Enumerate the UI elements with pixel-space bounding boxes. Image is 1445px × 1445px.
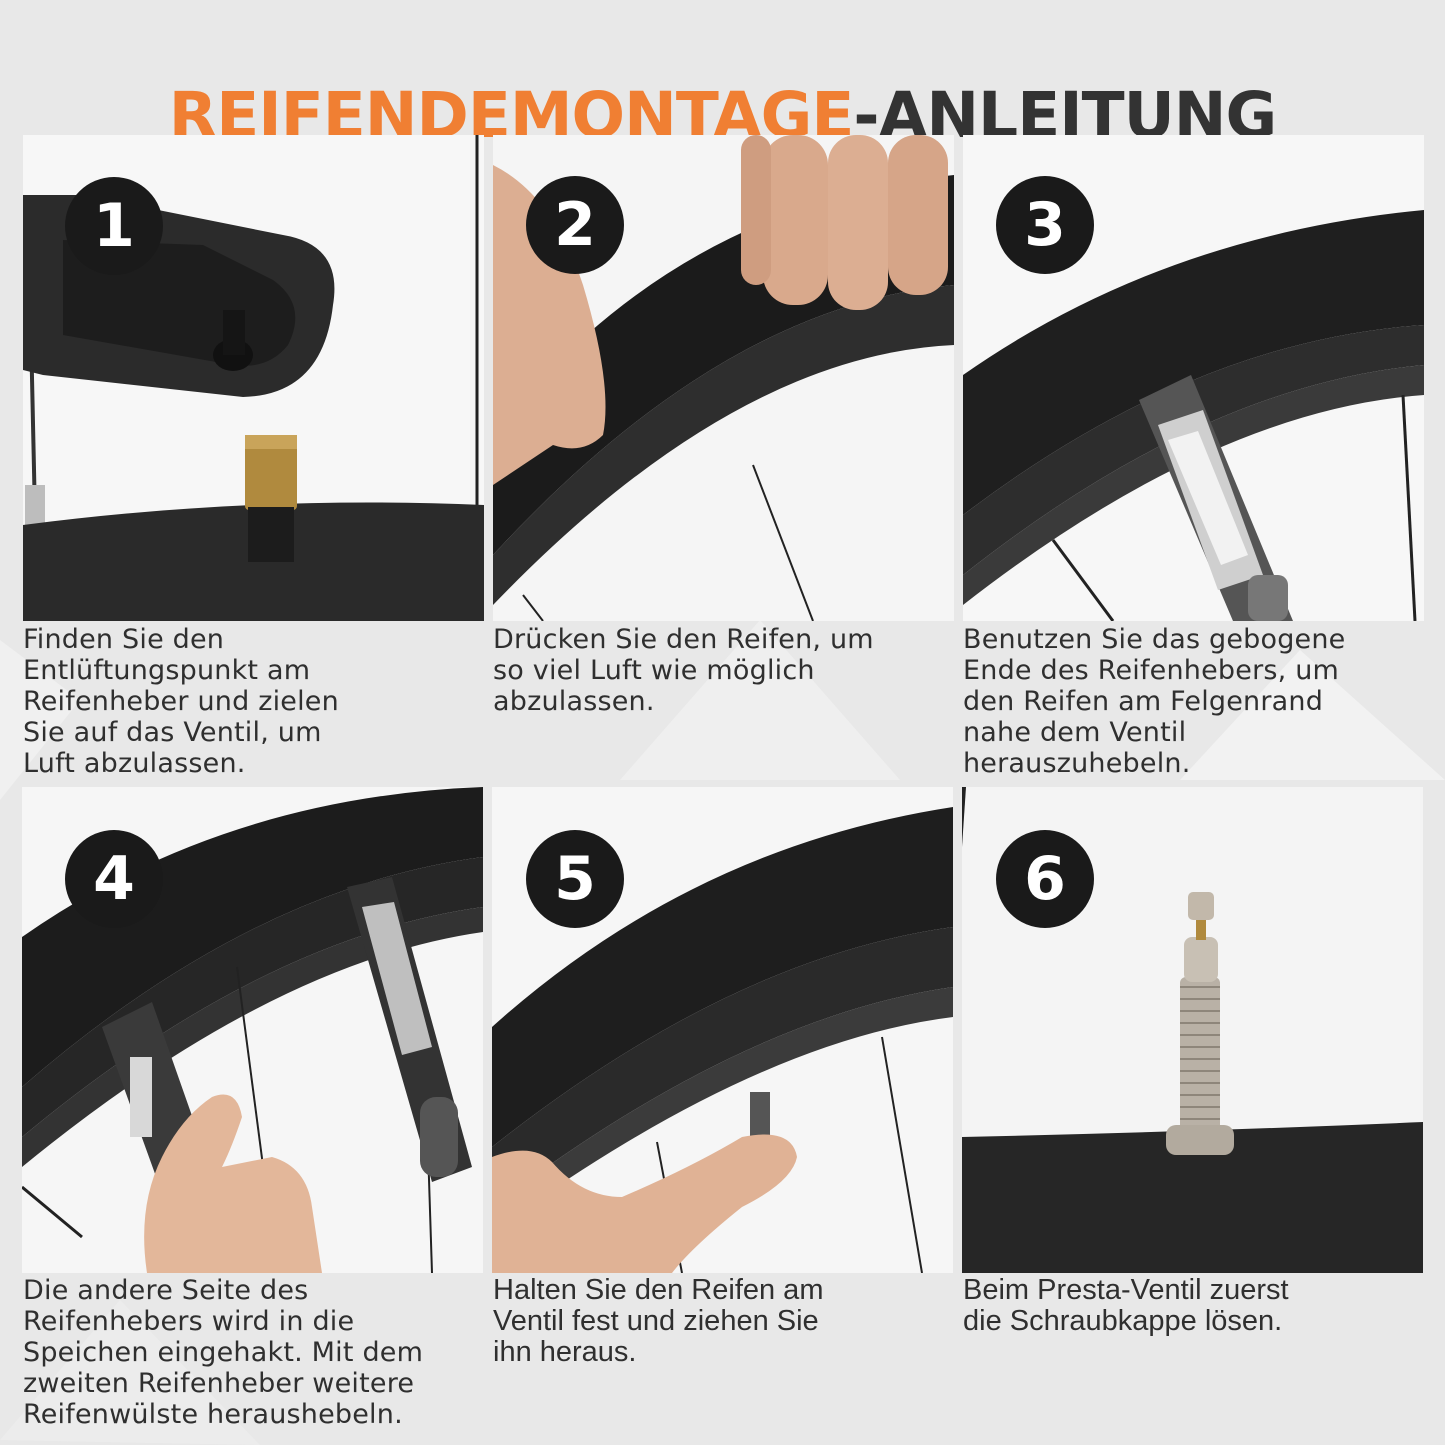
step-3-caption: Benutzen Sie das gebogene Ende des Reife…: [963, 624, 1346, 779]
step-number-badge: 1: [65, 177, 163, 275]
finger-pushing-valve-illustration: [492, 787, 953, 1273]
step-5-image: 5: [492, 787, 953, 1273]
step-number-badge: 3: [996, 176, 1094, 274]
step-number-badge: 2: [526, 176, 624, 274]
step-2-image: 2: [493, 135, 954, 621]
step-2-caption: Drücken Sie den Reifen, um so viel Luft …: [493, 624, 874, 717]
presta-valve-illustration: [962, 787, 1423, 1273]
step-4-caption: Die andere Seite des Reifenhebers wird i…: [23, 1275, 424, 1430]
step-number-badge: 5: [526, 830, 624, 928]
step-5-caption: Halten Sie den Reifen am Ventil fest und…: [493, 1274, 824, 1368]
step-1-image: 1: [23, 135, 484, 621]
step-6-image: 6: [962, 787, 1423, 1273]
step-number-badge: 4: [65, 830, 163, 928]
step-3-image: 3: [963, 135, 1424, 621]
step-number-badge: 6: [996, 830, 1094, 928]
fingers-squeezing-tire-illustration: [493, 135, 954, 621]
step-6-caption: Beim Presta-Ventil zuerst die Schraubkap…: [963, 1274, 1289, 1337]
step-1-caption: Finden Sie den Entlüftungspunkt am Reife…: [23, 624, 339, 779]
step-4-image: 4: [22, 787, 483, 1273]
